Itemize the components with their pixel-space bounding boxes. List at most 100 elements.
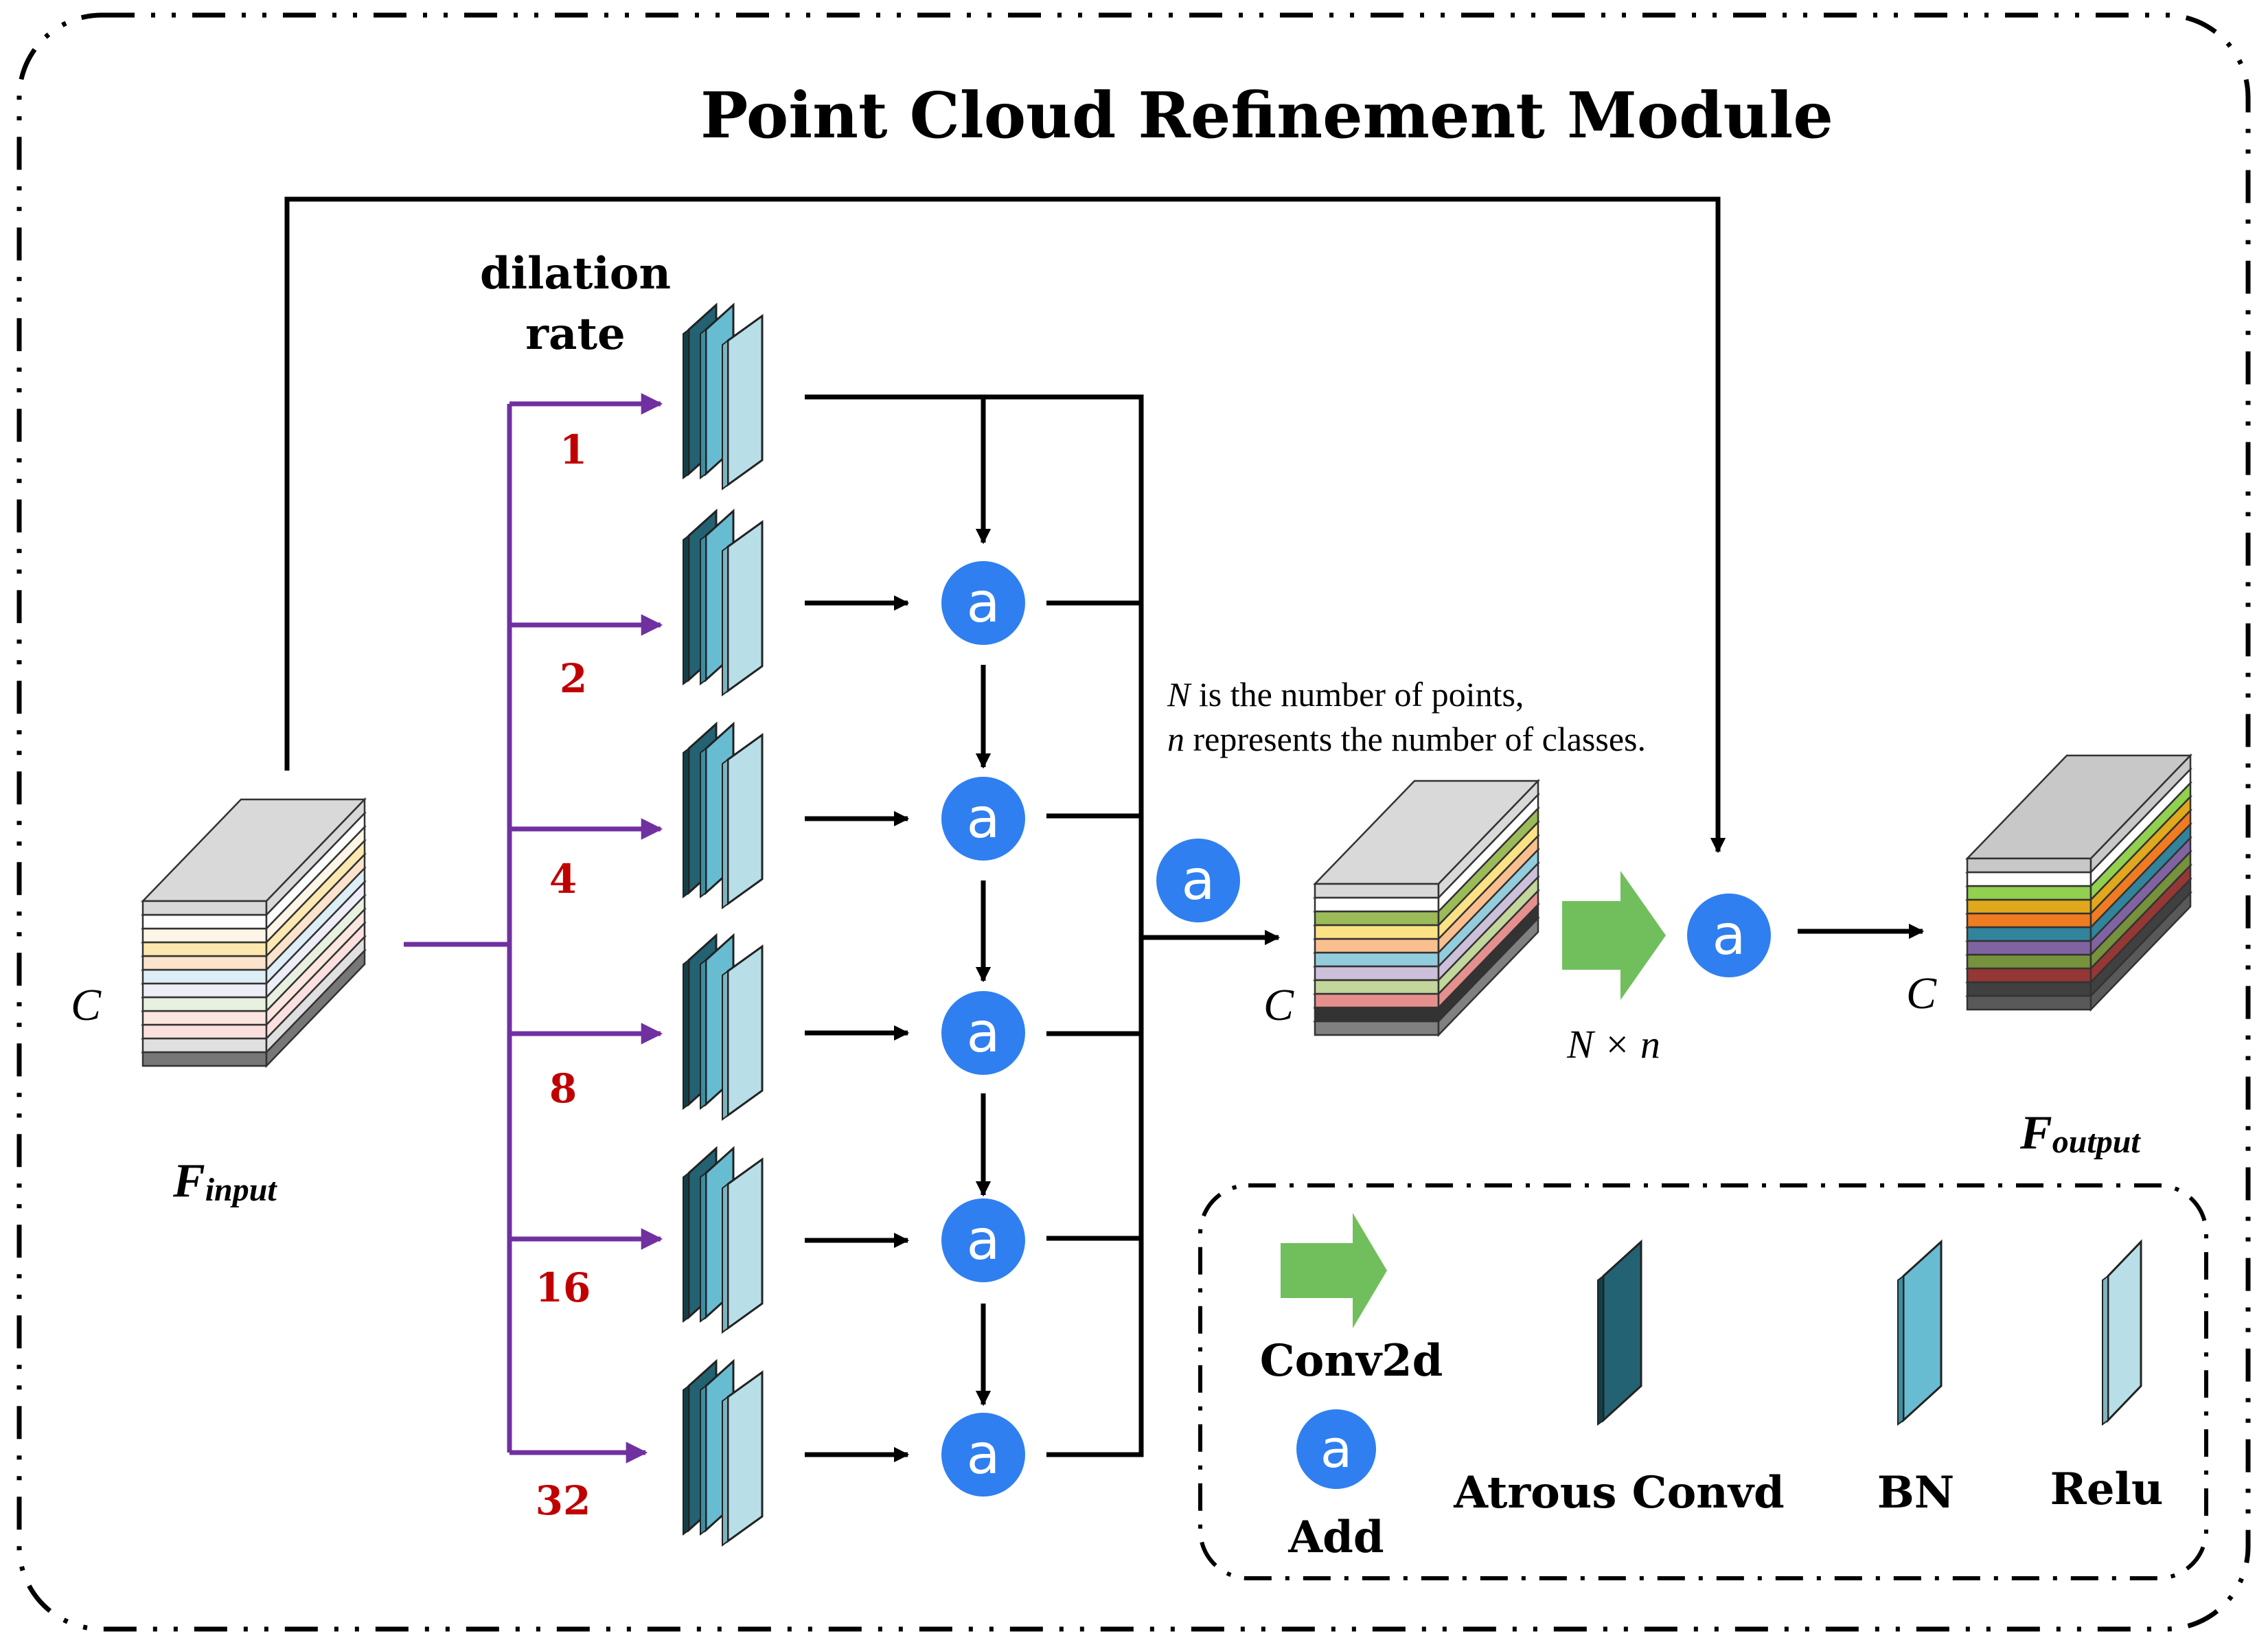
add-symbol: a — [966, 1422, 1000, 1486]
legend-relu-icon-edge — [2102, 1275, 2109, 1426]
note-text-2: represents the number of classes. — [1184, 720, 1646, 758]
atrous-panel-edge — [683, 328, 689, 479]
dilation-rate-16: 16 — [536, 1264, 591, 1311]
add-node-1: a — [941, 561, 1025, 645]
relu-panel — [726, 944, 764, 1117]
relu-panel-edge — [722, 1183, 729, 1334]
add-circle — [941, 1413, 1025, 1497]
add-node-final: a — [1687, 894, 1771, 977]
note-var-n-lower: n — [1167, 720, 1184, 758]
output-label-main: F — [2019, 1106, 2052, 1159]
stack-layer-1 — [1313, 778, 1540, 900]
legend-shapes: a — [1296, 1239, 2142, 1489]
add-circle — [1687, 894, 1771, 977]
layer-front — [1966, 926, 2092, 942]
add-node-2: a — [941, 777, 1025, 861]
layer-front — [141, 1051, 268, 1067]
add-circle — [941, 777, 1025, 861]
input-label-sub: input — [205, 1172, 278, 1208]
bn-panel-edge — [700, 328, 707, 479]
add-symbol: a — [966, 571, 1000, 635]
layer-front — [141, 996, 268, 1012]
legend-atrous-icon-face — [1602, 1239, 1642, 1423]
relu-panel-edge — [722, 758, 729, 909]
conv-block-5 — [683, 1146, 764, 1334]
legend-relu-label: Relu — [2050, 1464, 2164, 1515]
mid-channel-label: C — [1263, 980, 1294, 1030]
legend-add-label: Add — [1287, 1512, 1384, 1563]
input-feature-label: Finput — [172, 1155, 277, 1208]
add-circle — [1296, 1409, 1376, 1489]
dilation-rate-2: 2 — [560, 655, 587, 702]
add-node-5: a — [941, 1413, 1025, 1497]
note-line-2: n represents the number of classes. — [1167, 720, 1646, 758]
note-line-1: N is the number of points, — [1167, 675, 1524, 714]
note-text-1: is the number of points, — [1190, 675, 1524, 714]
layer-front — [1966, 953, 2092, 970]
bn-panel-edge — [700, 747, 707, 898]
add-circle — [941, 991, 1025, 1075]
layer-side — [2089, 753, 2192, 875]
layer-front — [1314, 965, 1440, 981]
conv-block-3 — [683, 721, 764, 909]
layer-front — [1314, 883, 1440, 899]
output-channel-label: C — [1906, 968, 1937, 1019]
input-branch-lines — [404, 393, 663, 1464]
add-nodes: a a a a a a a — [941, 561, 1771, 1497]
layer-front — [141, 955, 268, 971]
conv2d-arrow — [1562, 871, 1666, 1000]
collector-bus — [805, 394, 1144, 1457]
layer-front — [1314, 951, 1440, 968]
layer-front — [1314, 910, 1440, 926]
add-circle — [941, 561, 1025, 645]
atrous-panel-edge — [683, 1385, 689, 1536]
layer-front — [141, 1010, 268, 1026]
layer-front — [141, 1037, 268, 1054]
outer-frame — [16, 12, 2251, 1632]
relu-panel-edge — [722, 970, 729, 1121]
add-node-4: a — [941, 1198, 1025, 1282]
atrous-panel-edge — [683, 959, 689, 1110]
add-symbol: a — [966, 786, 1000, 850]
layer-front — [1314, 979, 1440, 995]
conv-block-1 — [683, 302, 764, 490]
relu-panel — [726, 1157, 764, 1330]
layer-front — [1314, 896, 1440, 913]
intermediate-feature-stack — [1313, 778, 1540, 1038]
layer-side — [265, 797, 366, 918]
relu-panel — [726, 314, 764, 487]
stack-layer-1 — [1965, 753, 2192, 875]
add-circle — [1156, 839, 1240, 922]
legend-bn-icon — [1897, 1239, 1943, 1426]
legend-box — [1198, 1183, 2208, 1580]
note-var-n-upper: N — [1167, 675, 1192, 714]
legend-add-icon: a — [1296, 1409, 1376, 1489]
layer-front — [141, 941, 268, 957]
layer-front — [1314, 992, 1440, 1009]
dilation-rate-8: 8 — [549, 1065, 577, 1112]
bn-panel-edge — [700, 1385, 707, 1536]
layer-front — [1966, 857, 2092, 874]
nxn-label: N × n — [1566, 1022, 1660, 1067]
output-feature-label: Foutput — [2019, 1106, 2141, 1160]
relu-panel — [726, 1370, 764, 1543]
conv-block-6 — [683, 1358, 764, 1547]
bn-panel-edge — [700, 959, 707, 1110]
add-symbol: a — [966, 1208, 1000, 1272]
layer-front — [1966, 994, 2092, 1011]
layer-front — [1314, 937, 1440, 954]
layer-front — [1966, 885, 2092, 901]
layer-front — [1314, 1020, 1440, 1036]
legend-bn-icon-edge — [1897, 1275, 1904, 1426]
bn-panel-edge — [700, 1172, 707, 1323]
dilation-rate-1: 1 — [560, 427, 587, 473]
conv-block-4 — [683, 933, 764, 1121]
output-feature-stack — [1965, 753, 2192, 1012]
layer-front — [141, 1023, 268, 1040]
add-node-merge: a — [1156, 839, 1240, 922]
add-circle — [941, 1198, 1025, 1282]
relu-panel-edge — [722, 339, 729, 490]
dilation-label-line2: rate — [525, 308, 625, 360]
skip-connection — [284, 196, 1726, 854]
